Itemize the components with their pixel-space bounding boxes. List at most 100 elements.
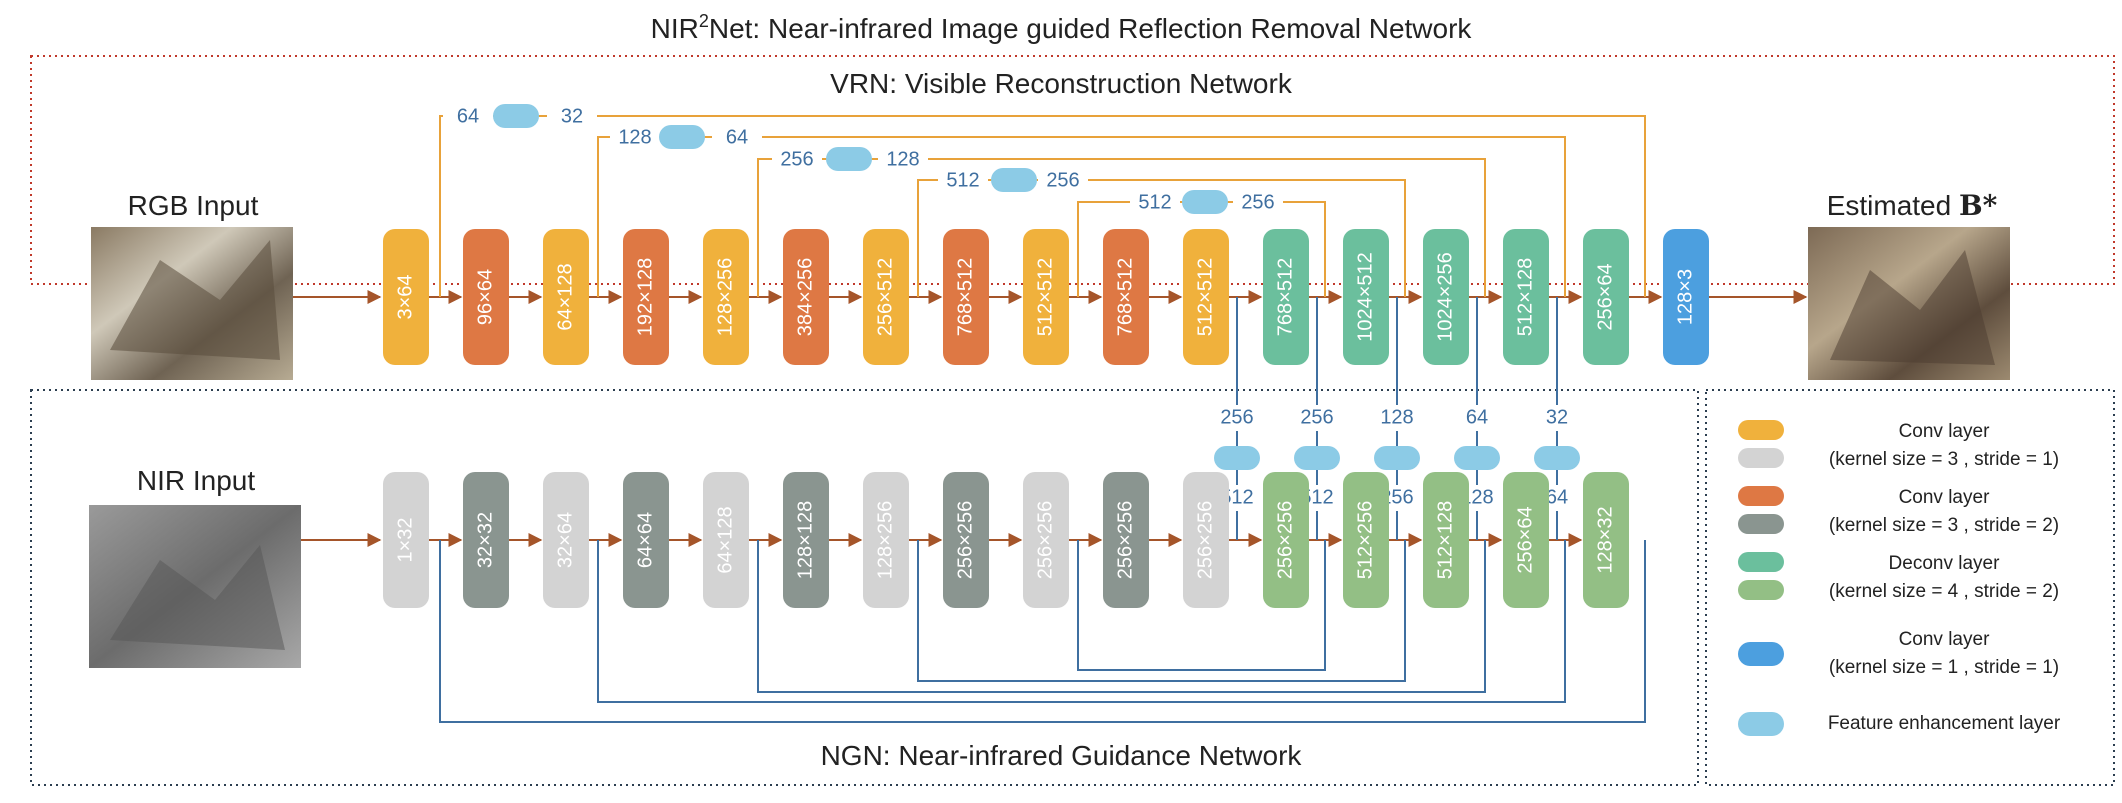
vrn-layer: 512×128 (1503, 229, 1549, 365)
ngn-layer: 512×256 (1343, 472, 1389, 608)
vrn-layer: 1024×512 (1343, 229, 1389, 365)
ngn-layer: 256×256 (943, 472, 989, 608)
vrn-layer-block (1663, 229, 1709, 365)
ngn-layer-block (543, 472, 589, 608)
cross-label-bg (1215, 405, 1259, 431)
skip-label-bg (938, 168, 988, 192)
skip-label-bg (712, 125, 762, 149)
rgb-input-label: RGB Input (128, 190, 259, 221)
ngn-layer-block (1103, 472, 1149, 608)
ngn-layer-block (1343, 472, 1389, 608)
ngn-layer-label: 256×256 (1114, 501, 1136, 579)
nir2net-frame (30, 55, 2115, 285)
legend-title: Conv layer (1899, 487, 1990, 508)
legend-title: Feature enhancement layer (1828, 713, 2061, 734)
legend-swatch (1738, 642, 1784, 666)
ngn-layer-label: 128×32 (1594, 506, 1616, 573)
vrn-layer-label: 256×512 (874, 258, 896, 336)
ngn-layer-label: 32×32 (474, 512, 496, 568)
ngn-layer-block (1423, 472, 1469, 608)
vrn-layer-block (1583, 229, 1629, 365)
skip-out-channels: 256 (1241, 191, 1274, 213)
vrn-skip-connection (757, 158, 1486, 297)
feature-enhancement-layer (1294, 446, 1340, 470)
cross-label-bg (1455, 405, 1499, 431)
vrn-layer-block (1343, 229, 1389, 365)
skip-in-channels: 256 (780, 148, 813, 170)
vrn-layer: 384×256 (783, 229, 829, 365)
skip-label-bg (1130, 190, 1180, 214)
vrn-layer-block (1503, 229, 1549, 365)
skip-label-bg (1233, 190, 1283, 214)
skip-label-bg (547, 104, 597, 128)
vrn-layer-label: 768×512 (1114, 258, 1136, 336)
cross-label-bg (1295, 405, 1339, 431)
vrn-layer-label: 1024×512 (1354, 252, 1376, 342)
legend-detail: (kernel size = 4 , stride = 2) (1829, 581, 2059, 602)
legend-swatch (1738, 514, 1784, 534)
cross-link-out-channels: 64 (1546, 486, 1568, 508)
nir-image-detail (110, 545, 285, 650)
cross-link-in-channels: 64 (1466, 406, 1488, 428)
legend-swatch (1738, 420, 1784, 440)
layer-blocks: 3×64 96×64 64×128 192×128 128×256 384×256 256×… (383, 229, 1709, 608)
ngn-skip-connection (597, 540, 1566, 703)
ngn-layer: 64×64 (623, 472, 669, 608)
ngn-layer: 32×64 (543, 472, 589, 608)
skip-in-channels: 64 (457, 105, 479, 127)
rgb-image-detail (110, 240, 280, 360)
vrn-layer-block (1023, 229, 1069, 365)
ngn-layer: 64×128 (703, 472, 749, 608)
ngn-layer-block (1263, 472, 1309, 608)
cross-link-in-channels: 32 (1546, 406, 1568, 428)
skip-label-bg (1038, 168, 1088, 192)
skip-in-channels: 512 (946, 169, 979, 191)
feature-enhancement-layer (1214, 446, 1260, 470)
vrn-layer: 96×64 (463, 229, 509, 365)
ngn-layer-block (1183, 472, 1229, 608)
legend-title: Conv layer (1899, 629, 1990, 650)
skip-label-bg (878, 147, 928, 171)
skip-out-channels: 32 (561, 105, 583, 127)
feature-enhancement-layer (1454, 446, 1500, 470)
legend-swatch (1738, 580, 1784, 600)
ngn-layer: 128×256 (863, 472, 909, 608)
ngn-layer-block (463, 472, 509, 608)
output-label: Estimated B* (1827, 189, 1998, 222)
ngn-layer-block (943, 472, 989, 608)
vrn-layer-block (783, 229, 829, 365)
ngn-layer-block (703, 472, 749, 608)
ngn-layer-block (783, 472, 829, 608)
ngn-layer-block (1023, 472, 1069, 608)
ngn-layer-label: 64×128 (714, 506, 736, 573)
legend-swatch (1738, 712, 1784, 736)
legend-detail: (kernel size = 1 , stride = 1) (1829, 657, 2059, 678)
skip-in-channels: 128 (618, 126, 651, 148)
ngn-layer-block (623, 472, 669, 608)
ngn-layer: 256×256 (1023, 472, 1069, 608)
vrn-layer: 64×128 (543, 229, 589, 365)
ngn-layer: 32×32 (463, 472, 509, 608)
vrn-layer-block (1103, 229, 1149, 365)
vrn-layer: 3×64 (383, 229, 429, 365)
vrn-layer-block (543, 229, 589, 365)
vrn-layer: 512×512 (1183, 229, 1229, 365)
legend-detail: (kernel size = 3 , stride = 2) (1829, 515, 2059, 536)
ngn-layer: 128×32 (1583, 472, 1629, 608)
vrn-layer: 192×128 (623, 229, 669, 365)
ngn-skip-connection (1077, 540, 1326, 671)
cross-link-in-channels: 256 (1300, 406, 1333, 428)
legend-swatch (1738, 486, 1784, 506)
nir-input-label: NIR Input (137, 465, 255, 496)
ngn-skip-connection (917, 540, 1406, 682)
vrn-skip-connection (439, 115, 1646, 297)
vrn-layer-label: 1024×256 (1434, 252, 1456, 342)
ngn-layer-label: 512×256 (1354, 501, 1376, 579)
ngn-layer-block (1503, 472, 1549, 608)
diagram-title: NIR2Net: Near-infrared Image guided Refl… (651, 11, 1473, 44)
vrn-layer-label: 192×128 (634, 258, 656, 336)
vrn-layer: 512×512 (1023, 229, 1069, 365)
ngn-layer-label: 256×256 (1034, 501, 1056, 579)
legend-frame (1705, 389, 2115, 786)
